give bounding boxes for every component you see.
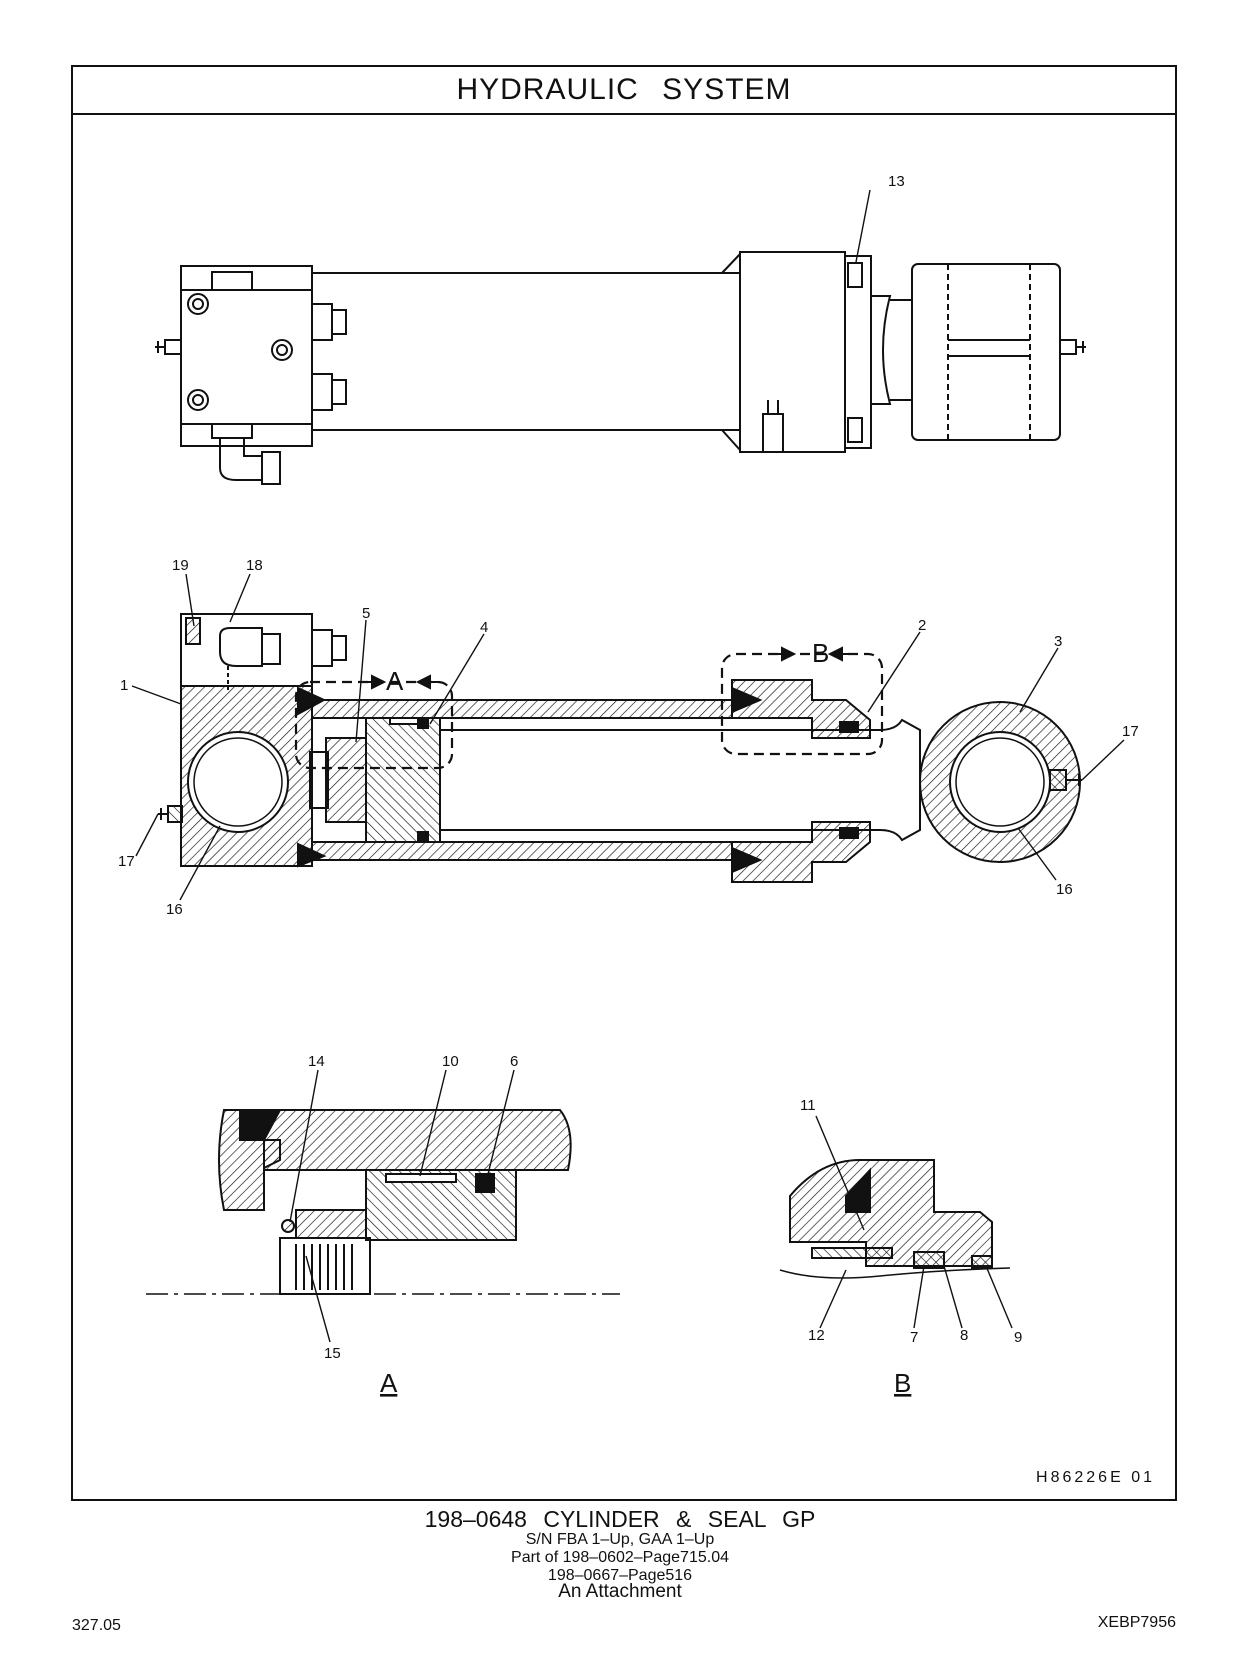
caption-part-of: Part of 198–0602–Page715.04 bbox=[511, 1549, 729, 1566]
callout-16-left: 16 bbox=[166, 901, 183, 918]
page-number: 327.05 bbox=[72, 1617, 121, 1634]
caption-title: 198–0648 CYLINDER & SEAL GP bbox=[424, 1506, 816, 1532]
cylinder-exterior-view bbox=[155, 189, 1086, 485]
document-code: XEBP7956 bbox=[1097, 1614, 1176, 1631]
section-label-b: B bbox=[812, 638, 829, 668]
caption-serial: S/N FBA 1–Up, GAA 1–Up bbox=[525, 1531, 715, 1548]
cylinder-section-view bbox=[131, 573, 1125, 901]
page-title: HYDRAULIC SYSTEM bbox=[456, 73, 792, 106]
caption-attachment: An Attachment bbox=[558, 1581, 682, 1602]
drawing-id: H86226E 01 bbox=[1036, 1469, 1155, 1486]
callout-12: 12 bbox=[808, 1327, 825, 1344]
callout-4: 4 bbox=[480, 619, 488, 636]
callout-19: 19 bbox=[172, 557, 189, 574]
callout-10: 10 bbox=[442, 1053, 459, 1070]
callout-15: 15 bbox=[324, 1345, 341, 1362]
callout-16-right: 16 bbox=[1056, 881, 1073, 898]
detail-b-view bbox=[779, 1115, 1013, 1329]
section-label-a: A bbox=[386, 666, 404, 696]
callout-17-left: 17 bbox=[118, 853, 135, 870]
title-bar: HYDRAULIC SYSTEM bbox=[73, 67, 1175, 115]
callout-2: 2 bbox=[918, 617, 926, 634]
callout-9: 9 bbox=[1014, 1329, 1022, 1346]
callout-3: 3 bbox=[1054, 633, 1062, 650]
detail-b-label: B bbox=[894, 1368, 911, 1398]
callout-7: 7 bbox=[910, 1329, 918, 1346]
callout-13: 13 bbox=[888, 173, 905, 190]
callout-5: 5 bbox=[362, 605, 370, 622]
drawing-frame: HYDRAULIC SYSTEM H86226E 01 bbox=[71, 65, 1177, 1501]
callout-11: 11 bbox=[800, 1097, 816, 1114]
caption-part-of-2: 198–0667–Page516 bbox=[547, 1567, 693, 1584]
callout-6: 6 bbox=[510, 1053, 518, 1070]
callout-14: 14 bbox=[308, 1053, 325, 1070]
detail-a-view bbox=[146, 1069, 620, 1343]
callout-17-right: 17 bbox=[1122, 723, 1139, 740]
detail-a-label: A bbox=[380, 1368, 398, 1398]
callout-18: 18 bbox=[246, 557, 263, 574]
callout-1: 1 bbox=[120, 677, 128, 694]
callout-8: 8 bbox=[960, 1327, 968, 1344]
